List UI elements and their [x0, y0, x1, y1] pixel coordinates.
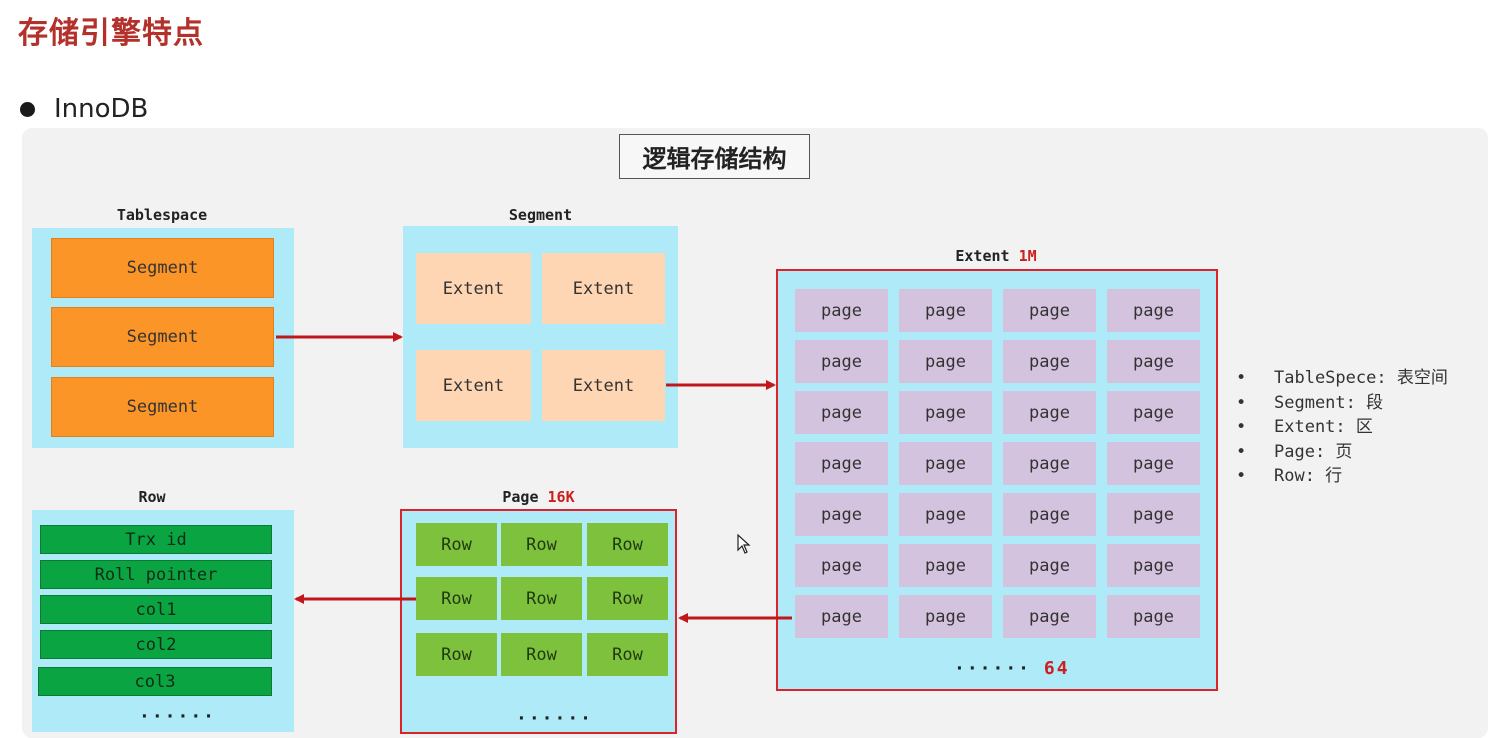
- page-row-cell: Row: [587, 523, 668, 566]
- extent-page-cell: page: [1003, 442, 1096, 485]
- extent-page-count: 64: [1043, 658, 1070, 679]
- extent-page-cell: page: [1003, 493, 1096, 536]
- extent-page-cell: page: [1107, 442, 1200, 485]
- tablespace-segment: Segment: [51, 377, 274, 437]
- page-row-cell: Row: [587, 633, 668, 676]
- legend-item-text: Page: 页: [1274, 441, 1353, 462]
- row-field: col1: [40, 595, 272, 624]
- legend-item-text: Extent: 区: [1274, 417, 1373, 437]
- page-row-cell: Row: [416, 523, 497, 566]
- row-label: Row: [138, 488, 166, 506]
- segment-extent: Extent: [542, 253, 665, 324]
- extent-page-cell: page: [1107, 289, 1200, 332]
- extent-label: Extent 1M: [776, 247, 1216, 265]
- legend-item-text: TableSpece: 表空间: [1274, 368, 1448, 388]
- page-row-cell: Row: [587, 577, 668, 620]
- extent-page-cell: page: [795, 442, 888, 485]
- extent-page-cell: page: [899, 544, 992, 587]
- segment-extent: Extent: [416, 253, 531, 324]
- extent-page-cell: page: [795, 493, 888, 536]
- legend-item-text: Row: 行: [1274, 466, 1343, 486]
- extent-page-cell: page: [1003, 391, 1096, 434]
- extent-page-cell: page: [1003, 340, 1096, 383]
- extent-size: 1M: [1018, 247, 1037, 265]
- extent-page-cell: page: [1003, 595, 1096, 638]
- extent-dots: ······: [954, 658, 1032, 679]
- legend-item: •Row: 行: [1236, 466, 1343, 486]
- legend-item: •Page: 页: [1236, 441, 1353, 462]
- page-size: 16K: [547, 488, 575, 506]
- legend-item: •Segment: 段: [1236, 392, 1384, 413]
- extent-page-cell: page: [899, 289, 992, 332]
- extent-page-cell: page: [899, 595, 992, 638]
- extent-page-cell: page: [1107, 340, 1200, 383]
- page-ellipsis: ······: [516, 708, 594, 729]
- bullet-innodb: InnoDB: [54, 94, 149, 124]
- extent-page-cell: page: [795, 391, 888, 434]
- legend-item: •TableSpece: 表空间: [1236, 368, 1448, 388]
- extent-page-cell: page: [1107, 544, 1200, 587]
- extent-page-cell: page: [899, 391, 992, 434]
- extent-page-cell: page: [795, 595, 888, 638]
- legend-item: •Extent: 区: [1236, 417, 1373, 437]
- page-label-text: Page: [502, 488, 539, 506]
- extent-page-cell: page: [1107, 595, 1200, 638]
- extent-page-cell: page: [1003, 544, 1096, 587]
- tablespace-label: Tablespace: [116, 206, 208, 224]
- page-row-cell: Row: [501, 633, 582, 676]
- extent-page-cell: page: [899, 442, 992, 485]
- page-row-cell: Row: [416, 633, 497, 676]
- page-row-cell: Row: [501, 523, 582, 566]
- row-field: Trx id: [40, 525, 272, 554]
- page-row-cell: Row: [416, 577, 497, 620]
- diagram-title: 逻辑存储结构: [619, 134, 810, 179]
- extent-page-cell: page: [899, 493, 992, 536]
- extent-page-cell: page: [1003, 289, 1096, 332]
- row-field: col3: [38, 667, 272, 696]
- extent-page-cell: page: [1107, 493, 1200, 536]
- segment-extent: Extent: [416, 350, 531, 421]
- row-field: Roll pointer: [40, 560, 272, 589]
- tablespace-segment: Segment: [51, 307, 274, 367]
- extent-page-cell: page: [899, 340, 992, 383]
- extent-page-cell: page: [795, 289, 888, 332]
- tablespace-segment: Segment: [51, 238, 274, 298]
- row-ellipsis: ······: [139, 706, 217, 727]
- page-label: Page 16K: [400, 488, 677, 506]
- page-title: 存储引擎特点: [18, 16, 204, 51]
- extent-page-cell: page: [1107, 391, 1200, 434]
- extent-label-text: Extent: [955, 247, 1010, 265]
- bullet-dot-icon: [20, 102, 35, 117]
- row-field: col2: [40, 630, 272, 659]
- extent-page-cell: page: [795, 544, 888, 587]
- extent-page-cell: page: [795, 340, 888, 383]
- legend-item-text: Segment: 段: [1274, 392, 1384, 413]
- page-row-cell: Row: [501, 577, 582, 620]
- segment-label: Segment: [508, 206, 573, 224]
- segment-extent: Extent: [542, 350, 665, 421]
- mouse-cursor-icon: [737, 534, 751, 554]
- legend-list: •TableSpece: 表空间 •Segment: 段 •Extent: 区 …: [1236, 366, 1448, 489]
- extent-ellipsis: ······ 64: [954, 658, 1070, 679]
